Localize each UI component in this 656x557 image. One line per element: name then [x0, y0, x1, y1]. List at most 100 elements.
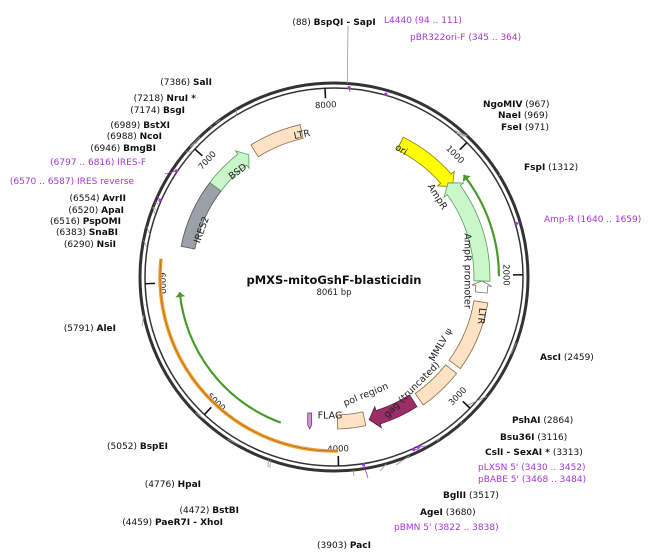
site-leader — [346, 25, 349, 84]
site-position: (6520) — [68, 206, 101, 216]
site-position: (3313) — [550, 448, 583, 458]
primer-label: L4440 (94 .. 111) — [384, 16, 462, 26]
ori-feature — [396, 136, 455, 188]
site-name: PaeR7I — [155, 518, 190, 528]
site-name: PspOMI — [83, 217, 121, 227]
restriction-site-label: (6383) SnaBI — [56, 228, 118, 238]
site-position: (3680) — [443, 508, 476, 518]
site-position: (4472) — [179, 506, 212, 516]
site-leader — [235, 109, 237, 117]
site-name: BstBI — [212, 506, 239, 516]
ltr-right-feature — [448, 300, 489, 370]
site-leader — [352, 469, 355, 477]
plasmid-name: pMXS-mitoGshF-blasticidin — [246, 273, 421, 287]
flag-label: FLAG — [318, 411, 343, 422]
ltr-right-label: LTR — [475, 307, 488, 325]
primer-name: pBR322ori-F — [410, 33, 468, 43]
site-name: SalI — [193, 78, 212, 88]
restriction-site-label: (7386) SalI — [160, 78, 212, 88]
site-position: (6383) — [56, 228, 89, 238]
site-name-extra: - XhoI — [190, 518, 223, 528]
site-position: (6290) — [64, 240, 97, 250]
restriction-site-label: (7174) BsgI — [130, 106, 185, 116]
primer-mark — [347, 86, 351, 90]
restriction-site-label: NgoMIV (967) — [483, 100, 550, 110]
primer-mark — [362, 463, 366, 467]
primers-layer: L4440 (94 .. 111)pBR322ori-F (345 .. 364… — [10, 16, 641, 533]
primer-mark — [158, 198, 162, 202]
primer-leader — [164, 170, 177, 175]
ampr-promoter-label: AmpR promoter — [462, 233, 473, 309]
restriction-site-label: (4776) HpaI — [145, 480, 201, 490]
restriction-site-label: (7218) NruI * — [134, 94, 197, 104]
site-name: NgoMIV — [483, 100, 522, 110]
restriction-site-label: FseI (971) — [501, 123, 549, 133]
site-leader — [452, 129, 467, 136]
restriction-site-label: (5052) BspEI — [107, 442, 168, 452]
restriction-site-label: (3903) PacI — [317, 541, 371, 551]
primer-label: pLXSN 5' (3430 .. 3452) — [478, 463, 586, 473]
site-leader — [227, 438, 241, 446]
site-name: AleI — [96, 324, 116, 334]
site-name: AgeI — [420, 508, 443, 518]
restriction-site-label: (6290) NsiI — [64, 240, 116, 250]
tick-mark — [194, 148, 203, 157]
primer-mark — [416, 445, 420, 449]
primer-name: L4440 — [384, 16, 415, 26]
primer-label: pBMN 5' (3822 .. 3838) — [394, 523, 499, 533]
primer-name: pBABE 5' — [478, 475, 522, 485]
site-name: ApaI — [101, 206, 124, 216]
site-leader — [210, 125, 213, 128]
sites-layer: (88) BspQI - SapI(7386) SalI(7218) NruI … — [50, 18, 594, 551]
site-position: (3517) — [466, 491, 499, 501]
restriction-site-label: (6989) BstXI — [110, 121, 170, 131]
site-name: NcoI — [140, 132, 162, 142]
site-position: (6554) — [70, 194, 103, 204]
site-leader — [510, 342, 517, 355]
site-position: (3116) — [535, 433, 568, 443]
restriction-site-label: (5791) AleI — [64, 324, 116, 334]
site-position: (6989) — [110, 121, 143, 131]
site-leader — [146, 226, 151, 236]
site-name: FspI — [524, 163, 545, 173]
site-leader — [395, 455, 410, 466]
site-name: PshAI — [512, 416, 541, 426]
primer-label: Amp-R (1640 .. 1659) — [544, 215, 641, 225]
site-leader — [189, 136, 201, 148]
pol-region-label: pol region — [342, 381, 390, 409]
primer-range: (3468 .. 3484) — [522, 475, 586, 485]
site-name: SnaBI — [89, 228, 118, 238]
ampr-green-arrow — [462, 174, 501, 277]
site-leader — [154, 201, 159, 205]
primer-range: (94 .. 111) — [415, 16, 462, 26]
site-position: (7174) — [130, 106, 163, 116]
primer-label: (6797 .. 6816) IRES-F — [50, 158, 146, 168]
site-position: (6988) — [107, 132, 140, 142]
pol-region-feature — [336, 411, 367, 430]
restriction-site-label: Bsu36I (3116) — [500, 433, 567, 443]
site-position: (5791) — [64, 324, 97, 334]
site-name-extra: - SapI — [343, 18, 375, 28]
primer-range: (6570 .. 6587) — [10, 177, 77, 187]
primer-range: (6797 .. 6816) — [50, 158, 117, 168]
restriction-site-label: AgeI (3680) — [420, 508, 476, 518]
primer-mark — [412, 447, 416, 452]
restriction-site-label: (4459) PaeR7I - XhoI — [122, 518, 223, 528]
site-position: (1312) — [545, 163, 578, 173]
site-leader — [189, 142, 197, 148]
restriction-site-label: (4472) BstBI — [179, 506, 239, 516]
site-name: CslI — [485, 448, 503, 458]
backbone-outer — [138, 81, 530, 473]
site-name: BspEI — [140, 442, 168, 452]
site-position: (7386) — [160, 78, 193, 88]
restriction-site-label: NaeI (969) — [498, 111, 548, 121]
mmlv-psi-feature — [414, 364, 458, 406]
site-name: NruI * — [166, 94, 196, 104]
site-position: (969) — [521, 111, 548, 121]
site-position: (6516) — [50, 217, 83, 227]
site-name: BsgI — [163, 106, 185, 116]
plasmid-length: 8061 bp — [316, 288, 351, 298]
restriction-site-label: (6988) NcoI — [107, 132, 162, 142]
restriction-site-label: (6516) PspOMI — [50, 217, 121, 227]
site-leader — [152, 206, 157, 211]
